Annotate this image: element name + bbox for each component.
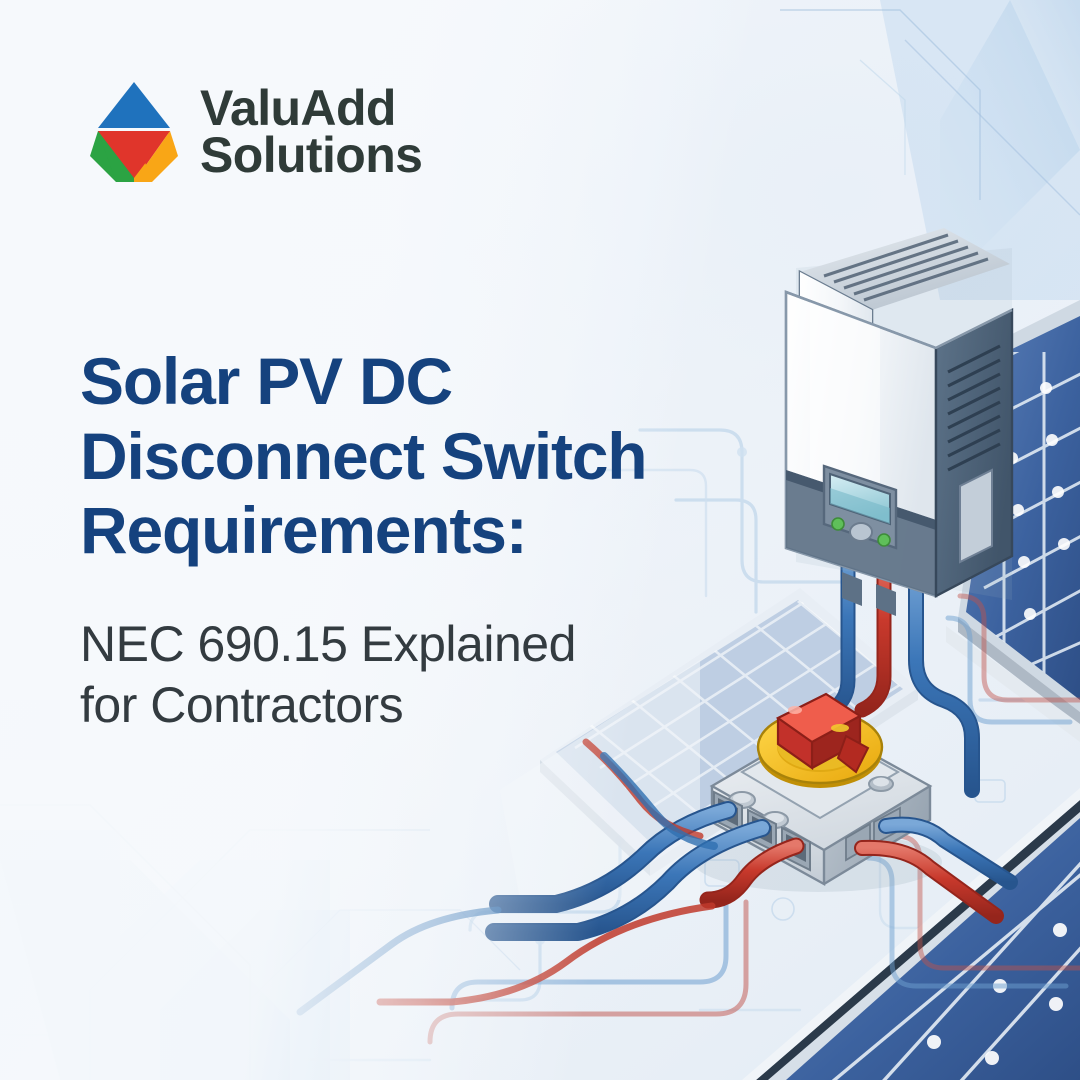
page-subtitle: NEC 690.15 Explained for Contractors [80,614,740,736]
headline-line-1: Solar PV DC [80,344,453,419]
page-title: Solar PV DC Disconnect Switch Requiremen… [80,344,780,568]
brand-logo[interactable]: ValuAdd Solutions [88,78,423,186]
subhead-line-1: NEC 690.15 Explained [80,615,576,672]
brand-name-line1: ValuAdd [200,80,396,136]
brand-name-line2: Solutions [200,127,423,183]
headline-line-2: Disconnect Switch [80,418,648,493]
valuadd-hexagon-logo-icon [90,82,178,182]
brand-wordmark: ValuAdd Solutions [200,80,423,183]
subhead-line-2: for Contractors [80,676,404,733]
headline-line-3: Requirements: [80,493,528,568]
